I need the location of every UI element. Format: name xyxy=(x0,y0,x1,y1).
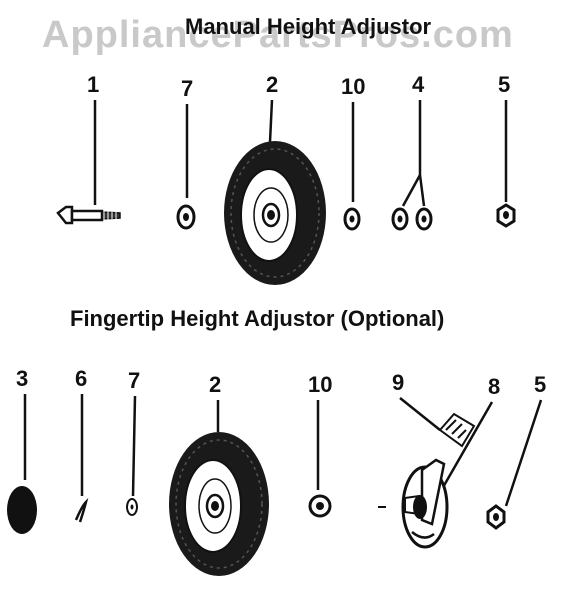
callout-7b: 7 xyxy=(128,368,141,393)
callout-2: 2 xyxy=(266,72,279,97)
callout-10: 10 xyxy=(341,74,366,99)
callout-5b: 5 xyxy=(534,372,547,397)
callout-4: 4 xyxy=(412,72,425,97)
washer-icon xyxy=(343,207,361,231)
hub-cap-icon xyxy=(7,486,37,534)
washer-icon xyxy=(176,204,196,230)
callout-8: 8 xyxy=(488,374,501,399)
leader-line-4a xyxy=(401,174,422,207)
leader-line-4b xyxy=(418,174,426,207)
leader-line-8 xyxy=(436,401,494,497)
washer-icon xyxy=(308,494,332,518)
callout-6: 6 xyxy=(75,366,88,391)
leader-line-9 xyxy=(399,397,441,431)
fingertip-section-title: Fingertip Height Adjustor (Optional) xyxy=(70,306,445,331)
callout-3: 3 xyxy=(16,366,29,391)
callout-2b: 2 xyxy=(209,372,222,397)
callout-7: 7 xyxy=(181,76,194,101)
shoulder-bolt-icon xyxy=(56,205,121,225)
leader-line-7b xyxy=(131,395,137,497)
nut-icon xyxy=(496,203,516,228)
callout-10b: 10 xyxy=(308,372,333,397)
clip-icon xyxy=(74,497,89,523)
leader-line-5b xyxy=(504,399,543,507)
callout-9: 9 xyxy=(392,370,405,395)
nut-icon xyxy=(486,504,506,530)
height-adjuster-bracket-icon xyxy=(378,458,449,549)
manual-section-title: Manual Height Adjustor xyxy=(185,14,432,39)
washer-pair-icon xyxy=(391,207,433,231)
watermark: AppliancePartsPros.com xyxy=(42,14,514,56)
wheel-icon xyxy=(224,141,326,285)
callout-1: 1 xyxy=(87,72,100,97)
leader-line-2 xyxy=(268,99,274,143)
washer-icon xyxy=(126,498,138,516)
adjuster-knob-icon xyxy=(438,412,476,448)
callout-5: 5 xyxy=(498,72,511,97)
wheel-icon xyxy=(169,432,269,576)
